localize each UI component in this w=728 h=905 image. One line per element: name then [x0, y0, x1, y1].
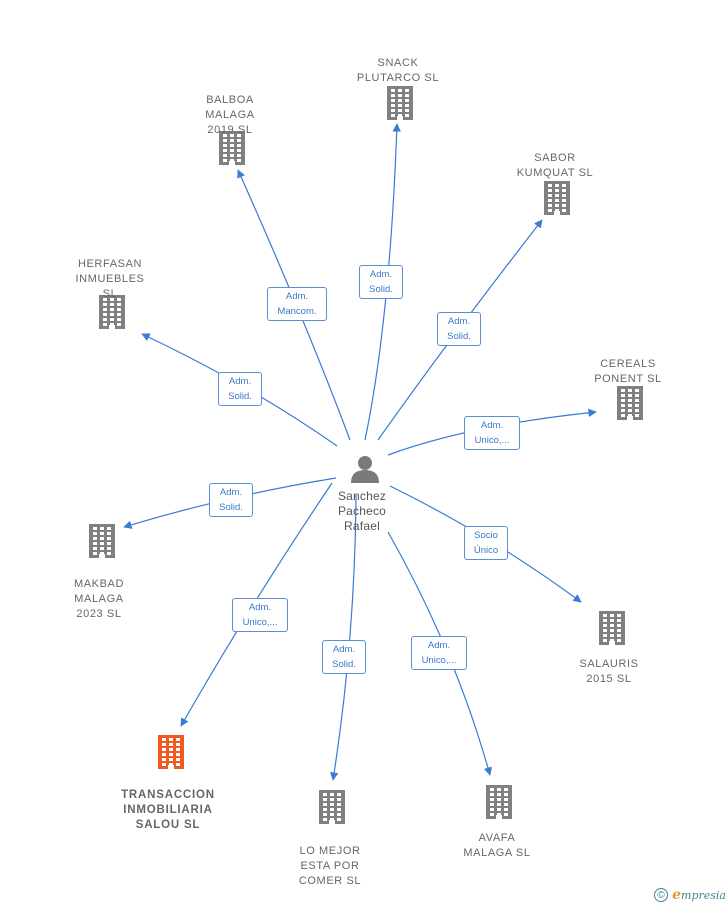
- building-icon[interactable]: [89, 524, 115, 558]
- company-label-lo-mejor[interactable]: LO MEJOR ESTA POR COMER SL: [298, 845, 362, 887]
- company-label-sabor-kumquat[interactable]: SABOR KUMQUAT SL: [516, 152, 594, 179]
- person-name[interactable]: Sanchez Pacheco Rafael: [337, 489, 387, 533]
- building-icon[interactable]: [486, 785, 512, 819]
- footer-brand[interactable]: © empresia: [654, 887, 726, 903]
- person-icon[interactable]: [351, 456, 379, 483]
- company-label-avafa-malaga[interactable]: AVAFA MALAGA SL: [463, 832, 531, 859]
- role-label-balboa-malaga: Adm. Mancom.: [267, 287, 327, 321]
- role-label-sabor-kumquat: Adm. Solid.: [437, 312, 481, 346]
- building-icon[interactable]: [544, 181, 570, 215]
- company-label-salauris[interactable]: SALAURIS 2015 SL: [579, 658, 639, 685]
- role-label-snack-plutarco: Adm. Solid.: [359, 265, 403, 299]
- edge-lo-mejor: [330, 494, 357, 781]
- copyright-icon: ©: [654, 888, 669, 902]
- building-icon[interactable]: [387, 86, 413, 120]
- building-icon[interactable]: [219, 131, 245, 165]
- role-label-herfasan: Adm. Solid.: [218, 372, 262, 406]
- role-label-lo-mejor: Adm. Solid.: [322, 640, 366, 674]
- role-label-transaccion: Adm. Unico,...: [232, 598, 288, 632]
- building-icon[interactable]: [319, 790, 345, 824]
- brand-logo: empresia: [672, 887, 726, 903]
- company-label-cereals-ponent[interactable]: CEREALS PONENT SL: [594, 358, 662, 385]
- role-label-makbad-malaga: Adm. Solid.: [209, 483, 253, 517]
- company-label-makbad-malaga[interactable]: MAKBAD MALAGA 2023 SL: [73, 578, 125, 620]
- building-icon[interactable]: [158, 735, 184, 769]
- company-label-snack-plutarco[interactable]: SNACK PLUTARCO SL: [356, 57, 440, 84]
- edge-snack-plutarco: [364, 123, 401, 441]
- building-icon[interactable]: [99, 295, 125, 329]
- role-label-salauris: Socio Único: [464, 526, 508, 560]
- company-label-herfasan[interactable]: HERFASAN INMUEBLES SL: [75, 258, 145, 300]
- building-icon[interactable]: [599, 611, 625, 645]
- company-label-transaccion[interactable]: TRANSACCION INMOBILIARIA SALOU SL: [121, 789, 215, 831]
- company-label-balboa-malaga[interactable]: BALBOA MALAGA 2019 SL: [205, 94, 255, 136]
- role-label-cereals-ponent: Adm. Unico,...: [464, 416, 520, 450]
- role-label-avafa-malaga: Adm. Unico,...: [411, 636, 467, 670]
- building-icon[interactable]: [617, 386, 643, 420]
